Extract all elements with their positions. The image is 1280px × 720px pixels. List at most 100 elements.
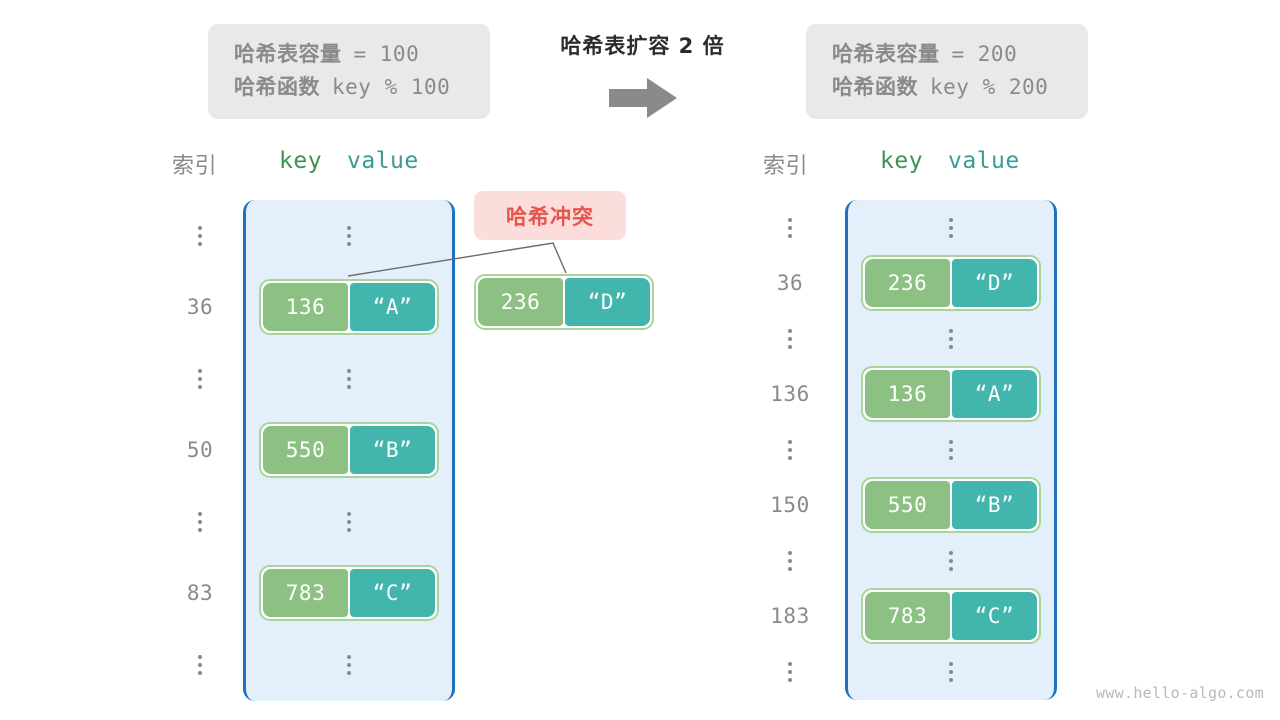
- arrow-right-icon: [608, 78, 677, 118]
- left-hash-table: 136“A” 550“B” 783“C”: [243, 200, 455, 701]
- vertical-ellipsis-icon: [347, 654, 351, 675]
- vertical-ellipsis-icon: [788, 217, 792, 238]
- right-index-cell: 150: [770, 493, 810, 518]
- left-entry-key: 136: [263, 283, 348, 332]
- right-table-slot: [848, 422, 1054, 478]
- right-table-slot: 783“C”: [848, 588, 1054, 645]
- left-table-slot: [246, 343, 452, 415]
- left-index-cell: [165, 343, 235, 415]
- vertical-ellipsis-icon: [198, 654, 202, 675]
- left-capacity-label: 哈希表容量: [234, 42, 342, 66]
- left-table-slot: 550“B”: [246, 415, 452, 487]
- right-table-slot: 550“B”: [848, 477, 1054, 534]
- right-table-slot: [848, 533, 1054, 589]
- left-key-header: key: [279, 148, 323, 174]
- right-hash-table-info-box: 哈希表容量 = 200 哈希函数 key % 200: [806, 24, 1088, 120]
- vertical-ellipsis-icon: [198, 368, 202, 389]
- vertical-ellipsis-icon: [949, 328, 953, 349]
- vertical-ellipsis-icon: [347, 225, 351, 246]
- right-entry-value: “C”: [952, 592, 1037, 641]
- left-table-slot: 136“A”: [246, 272, 452, 344]
- vertical-ellipsis-icon: [788, 439, 792, 460]
- left-index-column: 36 50 83: [165, 200, 235, 701]
- right-function-label: 哈希函数: [832, 74, 918, 99]
- left-table-slot: 783“C”: [246, 558, 452, 630]
- right-entry-value: “B”: [952, 481, 1037, 530]
- vertical-ellipsis-icon: [949, 439, 953, 460]
- left-entry-value: “A”: [350, 283, 435, 332]
- right-function-value: key % 200: [930, 74, 1049, 99]
- diagram-title: 哈希表扩容 2 倍: [560, 34, 725, 58]
- vertical-ellipsis-icon: [788, 661, 792, 682]
- right-entry-key: 783: [865, 592, 950, 641]
- left-hash-table-info-box: 哈希表容量 = 100 哈希函数 key % 100: [208, 24, 490, 120]
- right-table-slot: 136“A”: [848, 366, 1054, 423]
- left-table-entry: 550“B”: [259, 422, 439, 479]
- right-capacity-value: = 200: [951, 42, 1018, 66]
- right-hash-table: 236“D” 136“A” 550“B” 783“C”: [845, 200, 1057, 700]
- right-capacity-line: 哈希表容量 = 200: [832, 38, 1062, 71]
- vertical-ellipsis-icon: [788, 550, 792, 571]
- right-table-slot: [848, 311, 1054, 367]
- right-index-column: 36 136 150 183: [755, 200, 825, 700]
- left-index-header: 索引: [172, 154, 218, 179]
- right-table-entry: 236“D”: [861, 255, 1041, 312]
- left-entry-value: “B”: [350, 426, 435, 475]
- left-table-entry: 783“C”: [259, 565, 439, 622]
- right-index-cell: [755, 644, 825, 700]
- hash-collision-badge: 哈希冲突: [474, 191, 626, 240]
- right-entry-key: 136: [865, 370, 950, 419]
- right-entry-key: 236: [865, 259, 950, 308]
- right-entry-value: “D”: [952, 259, 1037, 308]
- right-table-entry: 550“B”: [861, 477, 1041, 534]
- collision-entry: 236 “D”: [474, 274, 654, 330]
- collision-entry-value: “D”: [565, 278, 650, 326]
- right-table-entry: 783“C”: [861, 588, 1041, 645]
- left-index-cell: 36: [186, 295, 214, 320]
- right-table-slot: [848, 200, 1054, 256]
- left-table-slot: [246, 486, 452, 558]
- vertical-ellipsis-icon: [347, 511, 351, 532]
- vertical-ellipsis-icon: [949, 661, 953, 682]
- left-capacity-value: = 100: [353, 42, 420, 66]
- vertical-ellipsis-icon: [949, 217, 953, 238]
- right-table-slot: 236“D”: [848, 255, 1054, 312]
- left-index-cell: 50: [186, 438, 214, 463]
- right-entry-key: 550: [865, 481, 950, 530]
- vertical-ellipsis-icon: [198, 225, 202, 246]
- right-index-cell: [755, 311, 825, 367]
- collision-entry-key: 236: [478, 278, 563, 326]
- right-index-cell: [755, 422, 825, 478]
- vertical-ellipsis-icon: [949, 550, 953, 571]
- left-table-slot: [246, 200, 452, 272]
- left-function-line: 哈希函数 key % 100: [234, 71, 464, 104]
- vertical-ellipsis-icon: [788, 328, 792, 349]
- right-index-cell: 36: [776, 271, 804, 296]
- right-index-cell: [755, 200, 825, 256]
- right-table-slot: [848, 644, 1054, 700]
- vertical-ellipsis-icon: [347, 368, 351, 389]
- right-table-entry: 136“A”: [861, 366, 1041, 423]
- expansion-arrow: [520, 76, 765, 120]
- left-table-entry: 136“A”: [259, 279, 439, 336]
- left-table-slot: [246, 629, 452, 701]
- vertical-ellipsis-icon: [198, 511, 202, 532]
- right-value-header: value: [948, 148, 1020, 174]
- left-index-cell: [165, 486, 235, 558]
- right-index-header: 索引: [763, 154, 809, 179]
- left-index-cell: 83: [186, 581, 214, 606]
- left-entry-key: 783: [263, 569, 348, 618]
- right-entry-value: “A”: [952, 370, 1037, 419]
- right-function-line: 哈希函数 key % 200: [832, 71, 1062, 104]
- left-entry-key: 550: [263, 426, 348, 475]
- right-capacity-label: 哈希表容量: [832, 42, 940, 66]
- right-index-cell: 136: [770, 382, 810, 407]
- left-index-cell: [165, 629, 235, 701]
- left-value-header: value: [347, 148, 419, 174]
- left-function-label: 哈希函数: [234, 74, 320, 99]
- right-index-cell: [755, 533, 825, 589]
- left-function-value: key % 100: [332, 74, 451, 99]
- right-key-header: key: [880, 148, 924, 174]
- right-index-cell: 183: [770, 604, 810, 629]
- left-capacity-line: 哈希表容量 = 100: [234, 38, 464, 71]
